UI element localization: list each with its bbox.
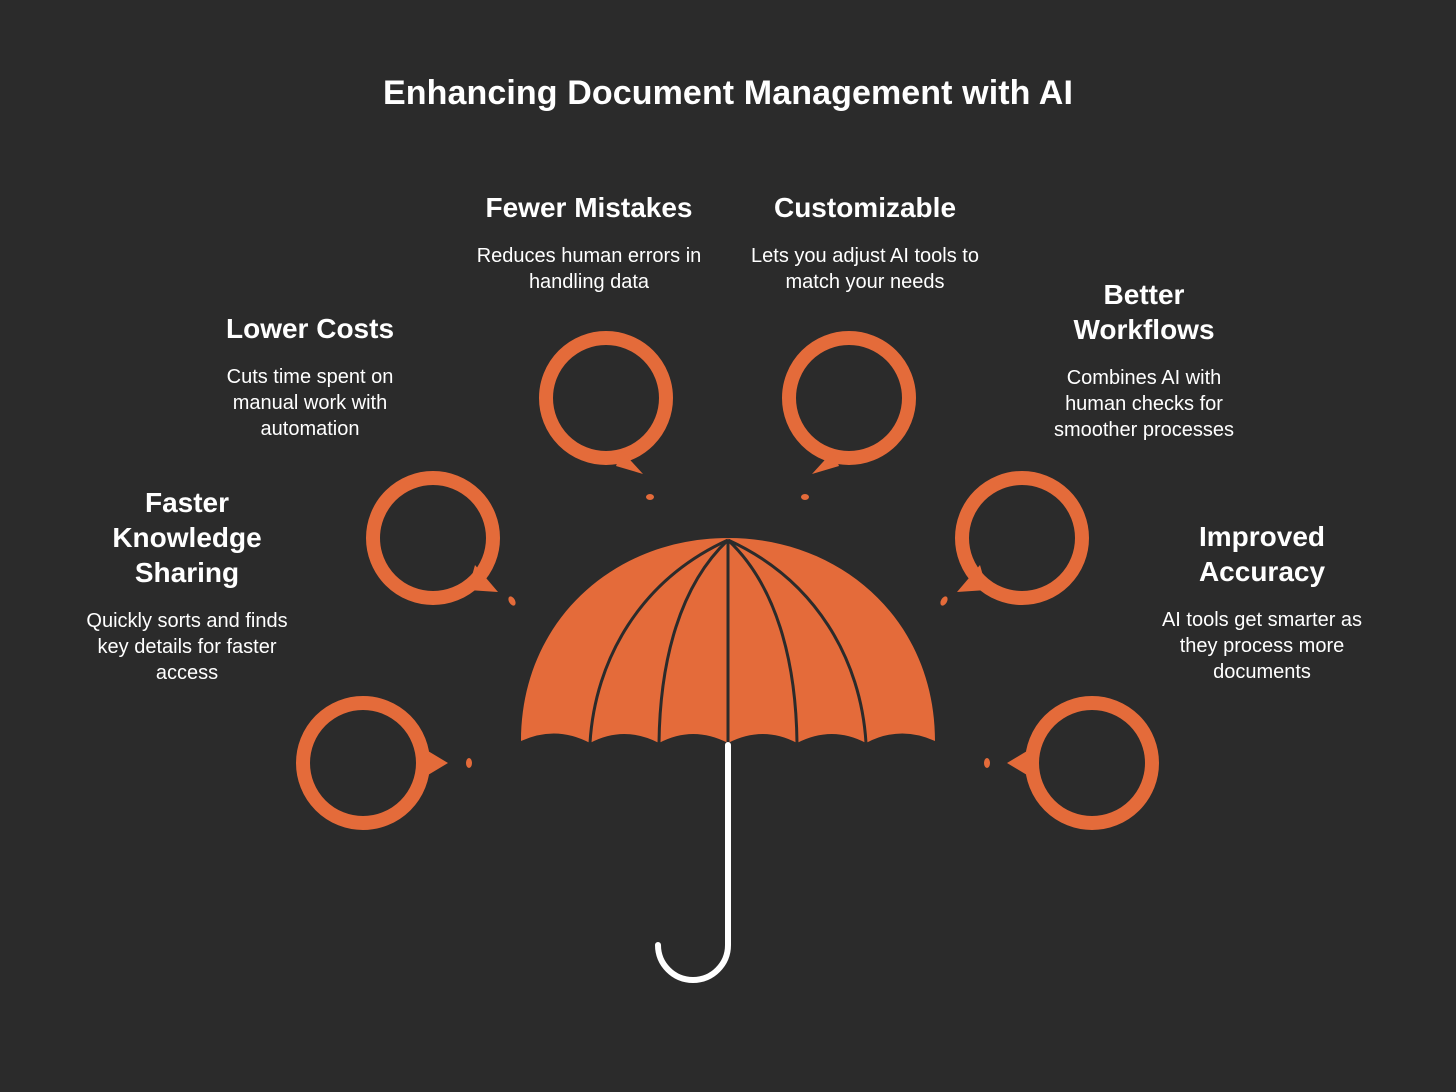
feature-heading: Faster Knowledge Sharing [112, 487, 262, 588]
umbrella-handle [655, 742, 731, 983]
feature-heading: Fewer Mistakes [485, 192, 693, 223]
bubble-faster-knowledge-sharing [296, 696, 430, 830]
feature-heading: Improved Accuracy [1198, 521, 1326, 587]
feature-fewer-mistakes: Fewer Mistakes Reduces human errors in h… [466, 190, 712, 295]
feature-heading: Lower Costs [225, 313, 395, 344]
bubble-fewer-mistakes [539, 331, 673, 465]
bubble-lower-costs [366, 471, 500, 605]
feature-description: Cuts time spent on manual work with auto… [226, 366, 394, 440]
feature-customizable: Customizable Lets you adjust AI tools to… [745, 190, 985, 295]
feature-heading: Customizable [773, 192, 957, 223]
feature-description: Quickly sorts and finds key details for … [86, 610, 288, 684]
umbrella-canopy [521, 538, 935, 744]
feature-improved-accuracy: Improved Accuracy AI tools get smarter a… [1150, 519, 1374, 685]
feature-lower-costs: Lower Costs Cuts time spent on manual wo… [204, 311, 416, 442]
feature-description: Lets you adjust AI tools to match your n… [751, 245, 979, 293]
page-title: Enhancing Document Management with AI [382, 74, 1074, 112]
feature-description: Combines AI with human checks for smooth… [1053, 367, 1235, 441]
bubble-improved-accuracy [1025, 696, 1159, 830]
bubble-customizable [782, 331, 916, 465]
feature-description: Reduces human errors in handling data [476, 245, 702, 293]
feature-heading: Better Workflows [1073, 279, 1215, 345]
feature-description: AI tools get smarter as they process mor… [1161, 609, 1363, 683]
bubble-better-workflows [955, 471, 1089, 605]
feature-faster-knowledge-sharing: Faster Knowledge Sharing Quickly sorts a… [72, 485, 302, 686]
feature-better-workflows: Better Workflows Combines AI with human … [1040, 277, 1248, 443]
